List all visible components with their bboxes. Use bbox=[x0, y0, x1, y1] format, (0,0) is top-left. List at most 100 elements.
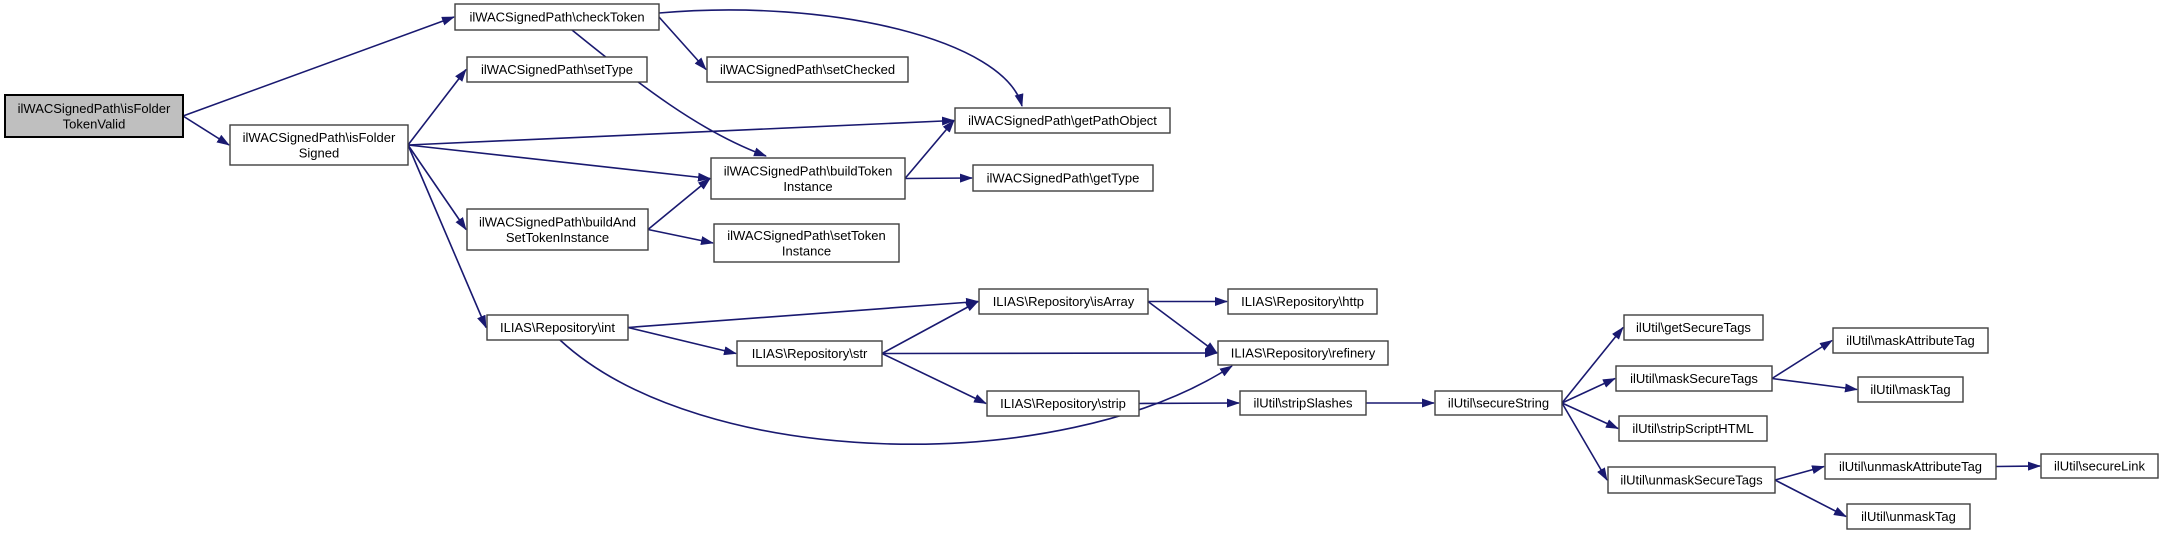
node-setType[interactable]: ilWACSignedPath\setType bbox=[466, 56, 648, 83]
node-box[interactable] bbox=[972, 164, 1154, 192]
node-setChecked[interactable]: ilWACSignedPath\setChecked bbox=[706, 56, 909, 83]
edge-isFolderSigned-to-buildTokenInstance bbox=[407, 144, 711, 182]
node-box[interactable] bbox=[954, 107, 1171, 134]
node-label-line: TokenValid bbox=[63, 116, 126, 131]
node-box[interactable] bbox=[1607, 466, 1776, 494]
edge-isFolderSigned-to-buildAndSetTokenInstance bbox=[407, 144, 467, 231]
node-box[interactable] bbox=[713, 223, 900, 263]
node-secureLink[interactable]: ilUtil\secureLink bbox=[2040, 453, 2159, 479]
node-box[interactable] bbox=[1857, 376, 1964, 403]
node-label-line: ilUtil\secureLink bbox=[2054, 459, 2146, 474]
node-label: ilWACSignedPath\checkToken bbox=[469, 10, 644, 25]
node-box[interactable] bbox=[710, 157, 906, 200]
node-label: ILIAS\Repository\strip bbox=[1000, 396, 1126, 411]
node-box[interactable] bbox=[1618, 415, 1768, 442]
node-box[interactable] bbox=[1217, 340, 1389, 366]
edge-buildTokenInstance-to-getType bbox=[904, 173, 973, 183]
node-getType[interactable]: ilWACSignedPath\getType bbox=[972, 164, 1154, 192]
node-box[interactable] bbox=[1239, 390, 1367, 416]
node-getSecureTags[interactable]: ilUtil\getSecureTags bbox=[1623, 314, 1764, 341]
node-label-line: ILIAS\Repository\refinery bbox=[1231, 346, 1376, 361]
node-maskTag[interactable]: ilUtil\maskTag bbox=[1857, 376, 1964, 403]
node-maskSecureTags[interactable]: ilUtil\maskSecureTags bbox=[1615, 365, 1773, 392]
node-label-line: ILIAS\Repository\strip bbox=[1000, 396, 1126, 411]
node-label-line: SetTokenInstance bbox=[506, 230, 609, 245]
node-box[interactable] bbox=[736, 340, 883, 367]
node-box[interactable] bbox=[978, 288, 1149, 315]
node-label-line: ilUtil\secureString bbox=[1448, 396, 1549, 411]
node-strip[interactable]: ILIAS\Repository\strip bbox=[986, 390, 1140, 417]
node-box[interactable] bbox=[706, 56, 909, 83]
node-maskAttributeTag[interactable]: ilUtil\maskAttributeTag bbox=[1832, 327, 1989, 354]
edge-int-to-isArray bbox=[627, 297, 979, 329]
node-str[interactable]: ILIAS\Repository\str bbox=[736, 340, 883, 367]
node-unmaskTag[interactable]: ilUtil\unmaskTag bbox=[1846, 503, 1971, 530]
node-label: ilWACSignedPath\getPathObject bbox=[968, 113, 1157, 128]
node-box[interactable] bbox=[1623, 314, 1764, 341]
node-box[interactable] bbox=[454, 3, 660, 31]
edge-isFolderSigned-to-setType bbox=[407, 68, 467, 146]
node-box[interactable] bbox=[486, 314, 629, 341]
edge-unmaskAttributeTag-to-secureLink bbox=[1995, 461, 2041, 471]
node-label-line: ILIAS\Repository\str bbox=[752, 346, 868, 361]
node-box[interactable] bbox=[2040, 453, 2159, 479]
node-box[interactable] bbox=[1615, 365, 1773, 392]
node-box[interactable] bbox=[1824, 453, 1997, 480]
edge-str-to-isArray bbox=[881, 300, 979, 355]
edge-maskSecureTags-to-maskTag bbox=[1771, 377, 1858, 393]
node-label: ilUtil\maskAttributeTag bbox=[1846, 333, 1975, 348]
node-http[interactable]: ILIAS\Repository\http bbox=[1227, 288, 1378, 315]
node-label-line: ilWACSignedPath\getType bbox=[987, 171, 1140, 186]
node-unmaskAttributeTag[interactable]: ilUtil\unmaskAttributeTag bbox=[1824, 453, 1997, 480]
node-label-line: ilUtil\maskSecureTags bbox=[1630, 371, 1758, 386]
node-stripScriptHTML[interactable]: ilUtil\stripScriptHTML bbox=[1618, 415, 1768, 442]
node-checkToken[interactable]: ilWACSignedPath\checkToken bbox=[454, 3, 660, 31]
node-label-line: ilWACSignedPath\setToken bbox=[727, 228, 886, 243]
node-box[interactable] bbox=[1832, 327, 1989, 354]
edge-strip-to-stripSlashes bbox=[1138, 398, 1240, 408]
node-stripSlashes[interactable]: ilUtil\stripSlashes bbox=[1239, 390, 1367, 416]
node-box[interactable] bbox=[986, 390, 1140, 417]
node-box[interactable] bbox=[1434, 390, 1563, 416]
node-unmaskSecureTags[interactable]: ilUtil\unmaskSecureTags bbox=[1607, 466, 1776, 494]
node-label-line: Instance bbox=[783, 179, 832, 194]
node-label-line: ilWACSignedPath\setType bbox=[481, 62, 633, 77]
edge-isFolderSigned-to-int bbox=[407, 144, 487, 329]
edge-str-to-strip bbox=[881, 352, 987, 405]
node-int[interactable]: ILIAS\Repository\int bbox=[486, 314, 629, 341]
node-label: ilUtil\maskSecureTags bbox=[1630, 371, 1758, 386]
node-label: ilWACSignedPath\getType bbox=[987, 171, 1140, 186]
node-secureString[interactable]: ilUtil\secureString bbox=[1434, 390, 1563, 416]
node-label-line: ilWACSignedPath\checkToken bbox=[469, 10, 644, 25]
node-label-line: ilWACSignedPath\getPathObject bbox=[968, 113, 1157, 128]
node-label: ilUtil\unmaskSecureTags bbox=[1620, 473, 1763, 488]
node-label-line: Instance bbox=[782, 243, 831, 258]
node-getPathObject[interactable]: ilWACSignedPath\getPathObject bbox=[954, 107, 1171, 134]
node-box[interactable] bbox=[466, 208, 649, 251]
node-label-line: Signed bbox=[299, 145, 339, 160]
node-label: ILIAS\Repository\refinery bbox=[1231, 346, 1376, 361]
node-box[interactable] bbox=[229, 124, 409, 166]
node-label: ILIAS\Repository\int bbox=[500, 320, 615, 335]
edge-unmaskSecureTags-to-unmaskTag bbox=[1774, 479, 1847, 518]
node-box[interactable] bbox=[4, 94, 184, 138]
node-box[interactable] bbox=[466, 56, 648, 83]
node-label-line: ILIAS\Repository\int bbox=[500, 320, 615, 335]
edge-int-to-str bbox=[627, 326, 737, 356]
edge-maskSecureTags-to-maskAttributeTag bbox=[1771, 339, 1833, 380]
node-box[interactable] bbox=[1227, 288, 1378, 315]
node-label: ilUtil\secureString bbox=[1448, 396, 1549, 411]
node-isArray[interactable]: ILIAS\Repository\isArray bbox=[978, 288, 1149, 315]
edge-isFolderSigned-to-getPathObject bbox=[407, 116, 955, 146]
node-label: ILIAS\Repository\str bbox=[752, 346, 868, 361]
node-refinery[interactable]: ILIAS\Repository\refinery bbox=[1217, 340, 1389, 366]
node-box[interactable] bbox=[1846, 503, 1971, 530]
node-label-line: ilUtil\unmaskTag bbox=[1861, 509, 1956, 524]
